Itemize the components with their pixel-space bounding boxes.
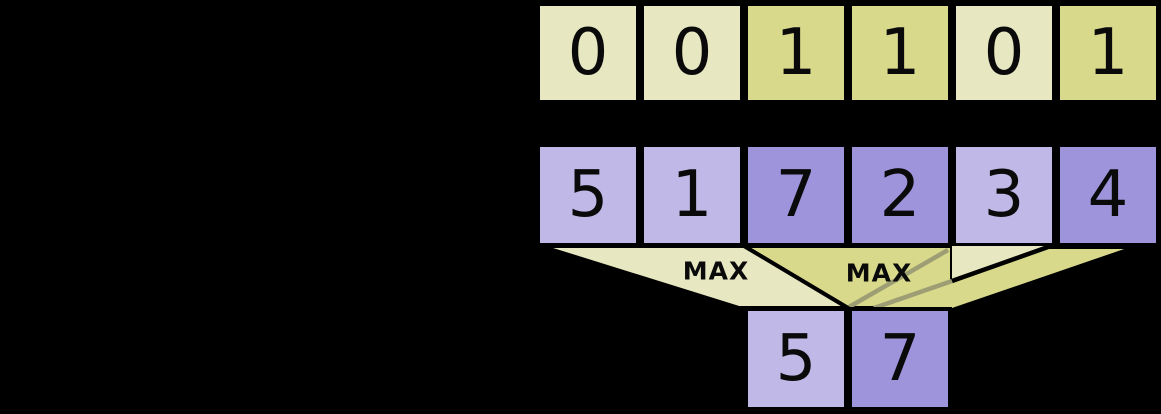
vector-cell: 5 bbox=[536, 143, 640, 247]
max-operation-label-right: MAX bbox=[845, 258, 913, 288]
vector-cell: 4 bbox=[1056, 143, 1160, 247]
right-funnel-wedge-shape bbox=[874, 247, 1130, 308]
mask-cell: 1 bbox=[1056, 2, 1160, 104]
mask-cell: 1 bbox=[744, 2, 848, 104]
output-cell: 5 bbox=[744, 307, 848, 411]
mask-cell: 0 bbox=[640, 2, 744, 104]
max-operation-label-left: MAX bbox=[682, 256, 750, 286]
mask-cell: 0 bbox=[536, 2, 640, 104]
mask-cell: 1 bbox=[848, 2, 952, 104]
vector-cell: 3 bbox=[952, 143, 1056, 247]
vector-cell: 7 bbox=[744, 143, 848, 247]
vector-cell: 2 bbox=[848, 143, 952, 247]
vector-cell: 1 bbox=[640, 143, 744, 247]
funnel-crossing-edge bbox=[951, 244, 1049, 284]
left-funnel-wedge-shape bbox=[952, 246, 1046, 281]
output-cell: 7 bbox=[848, 307, 952, 411]
mask-cell: 0 bbox=[952, 2, 1056, 104]
